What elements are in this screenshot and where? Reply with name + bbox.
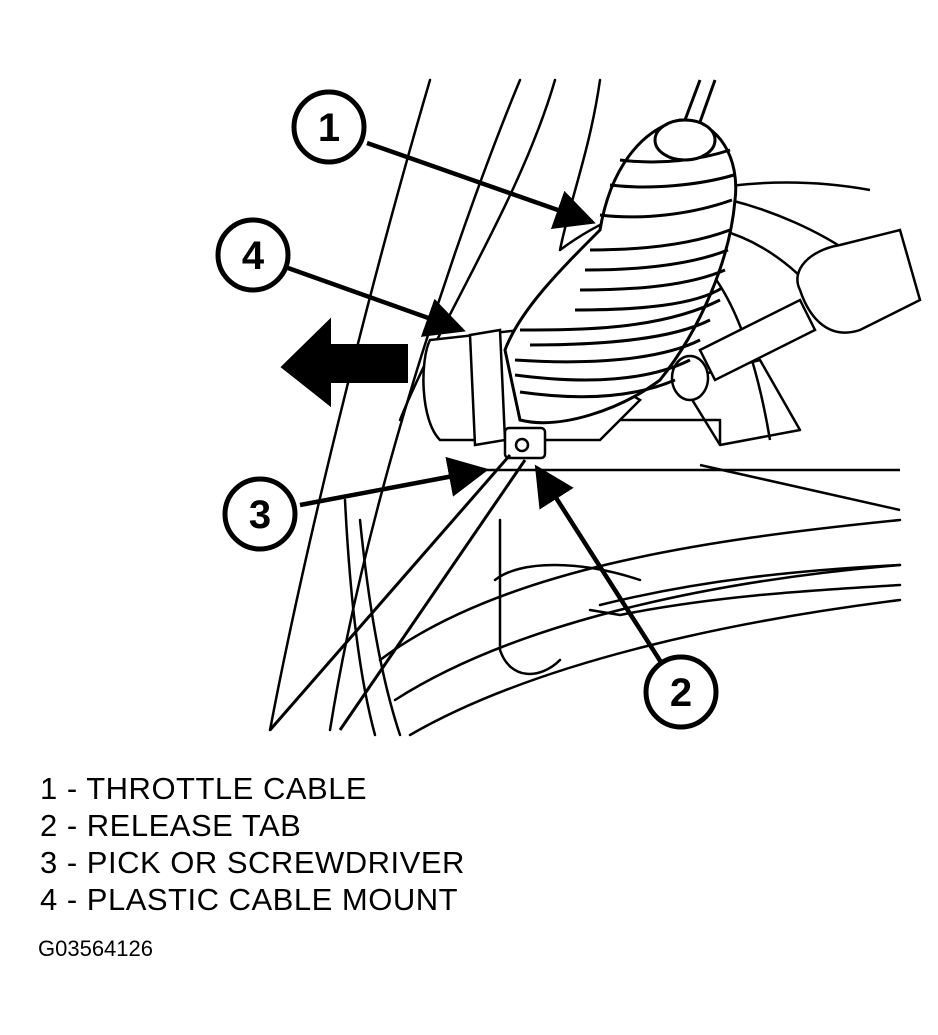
legend: 1 - THROTTLE CABLE 2 - RELEASE TAB 3 - P… <box>40 770 465 918</box>
callout-3-number: 3 <box>249 493 271 537</box>
callout-1: 1 <box>291 89 367 165</box>
pick-screwdriver-shaft <box>268 454 527 731</box>
leader-line-3 <box>299 456 489 508</box>
legend-item-4: 4 - PLASTIC CABLE MOUNT <box>40 882 459 917</box>
figure-id: G03564126 <box>38 936 153 961</box>
callout-1-number: 1 <box>318 106 340 150</box>
throttle-cable-illustration: 1 4 3 2 <box>215 78 922 737</box>
legend-item-3: 3 - PICK OR SCREWDRIVER <box>40 845 465 880</box>
leader-line-2 <box>534 464 668 672</box>
callout-4-number: 4 <box>242 234 265 278</box>
body-panel-contours <box>268 78 902 737</box>
legend-item-1: 1 - THROTTLE CABLE <box>40 771 368 806</box>
callout-3: 3 <box>222 476 298 552</box>
leader-line-1 <box>366 140 596 230</box>
throttle-cable-boot <box>503 118 738 425</box>
screwdriver-handle <box>670 228 922 402</box>
legend-item-2: 2 - RELEASE TAB <box>40 808 302 843</box>
callout-2: 2 <box>643 654 719 730</box>
leader-lines <box>287 140 668 672</box>
callout-4: 4 <box>215 217 291 293</box>
throttle-cable-wire <box>683 79 717 123</box>
direction-arrow-icon <box>280 317 408 408</box>
callout-2-number: 2 <box>670 671 692 715</box>
leader-line-4 <box>287 265 466 337</box>
